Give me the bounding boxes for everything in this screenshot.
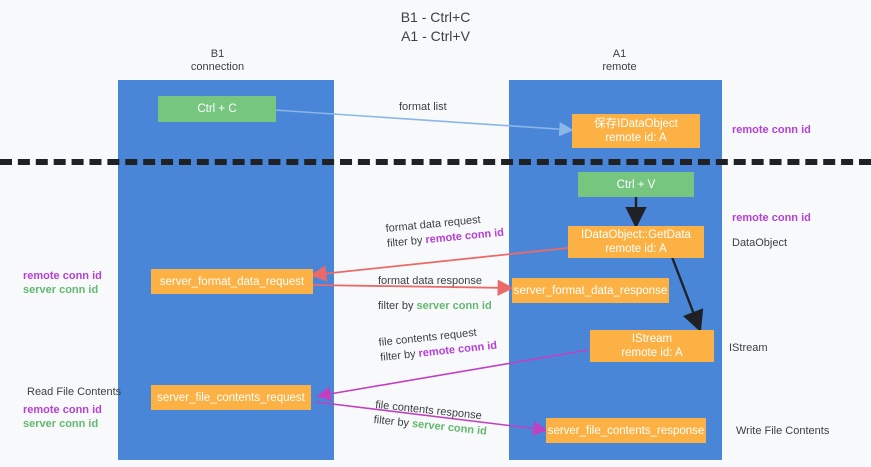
edge-label-file-contents-request: file contents request filter by remote c…: [378, 324, 498, 366]
edge-label-format-data-response: format data response filter by server co…: [378, 274, 492, 314]
node-idataobject-getdata[interactable]: IDataObject::GetData remote id: A: [568, 226, 704, 258]
node-istream-line2: remote id: A: [621, 347, 683, 359]
filter-by-text-3: filter by: [379, 347, 420, 364]
edge-label-file-contents-response: file contents response filter by server …: [373, 398, 489, 440]
side-label-remote-conn-id-top: remote conn id: [732, 124, 811, 136]
side-label-left-server-conn-id: server conn id: [23, 284, 99, 296]
node-idataobject-saved-line1: 保存IDataObject: [594, 118, 678, 130]
node-ctrl-c[interactable]: Ctrl + C: [158, 96, 276, 122]
server-conn-id-token: server conn id: [416, 300, 492, 312]
side-label-read-file-contents: Read File Contents: [27, 386, 122, 398]
title-line-1: B1 - Ctrl+C: [400, 9, 471, 25]
side-label-left-server-conn-id-2: server conn id: [23, 418, 99, 430]
node-idataobject-getdata-line2: remote id: A: [605, 243, 667, 255]
lane-header-a1: A1 remote: [552, 48, 687, 74]
node-server-file-contents-request[interactable]: server_file_contents_request: [151, 385, 311, 410]
filter-by-text-2: filter by: [378, 300, 417, 312]
lane-header-b1-line2: connection: [190, 61, 245, 73]
side-label-write-file-contents: Write File Contents: [736, 425, 830, 437]
node-idataobject-saved[interactable]: 保存IDataObject remote id: A: [572, 114, 700, 148]
node-istream[interactable]: IStream remote id: A: [590, 330, 714, 362]
diagram-title: B1 - Ctrl+C A1 - Ctrl+V: [0, 8, 871, 46]
node-ctrl-v[interactable]: Ctrl + V: [578, 172, 694, 197]
node-server-format-data-response[interactable]: server_format_data_response: [512, 278, 669, 303]
edge-label-format-list: format list: [399, 101, 447, 113]
lane-header-b1: B1 connection: [150, 48, 285, 74]
side-label-remote-conn-id-mid: remote conn id: [732, 212, 811, 224]
side-label-left-remote-conn-id: remote conn id: [23, 270, 102, 282]
phase-divider: [0, 159, 871, 165]
node-idataobject-saved-line2: remote id: A: [605, 132, 667, 144]
side-label-istream: IStream: [729, 342, 768, 354]
node-idataobject-getdata-line1: IDataObject::GetData: [581, 229, 691, 241]
node-server-format-data-request[interactable]: server_format_data_request: [151, 269, 313, 294]
side-label-dataobject: DataObject: [732, 237, 788, 249]
edge-label-format-data-response-line2: filter by server conn id: [378, 299, 492, 314]
title-line-2: A1 - Ctrl+V: [401, 28, 470, 44]
side-label-left-remote-conn-id-2: remote conn id: [23, 404, 102, 416]
node-server-file-contents-response[interactable]: server_file_contents_response: [546, 418, 706, 443]
node-istream-line1: IStream: [631, 333, 673, 345]
lane-header-a1-line1: A1: [612, 48, 627, 60]
lane-header-b1-line1: B1: [210, 48, 225, 60]
edge-label-format-data-request: format data request filter by remote con…: [385, 211, 505, 252]
filter-by-text: filter by: [386, 234, 427, 250]
filter-by-text-4: filter by: [373, 413, 413, 430]
edge-label-format-data-response-line1: format data response: [378, 275, 482, 287]
lane-header-a1-line2: remote: [602, 61, 637, 73]
